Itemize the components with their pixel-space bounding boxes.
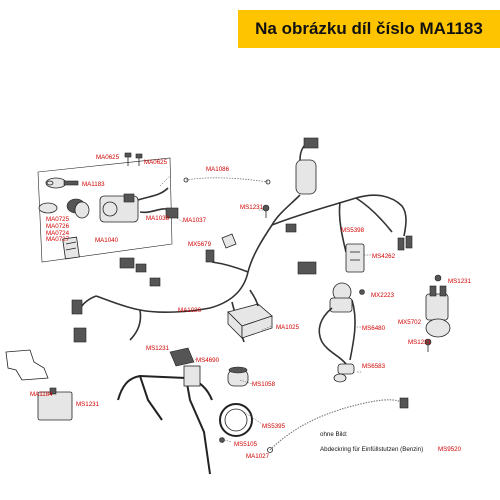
cdi-unit-ma1025 — [227, 289, 273, 339]
label-ms1231-e: MS1231 — [76, 401, 100, 408]
cable-ma1086 — [183, 177, 271, 185]
label-ms4262: MS4262 — [372, 253, 396, 260]
label-mx5702: MX5702 — [398, 319, 422, 326]
label-ma1183: MA1183 — [82, 181, 105, 188]
note-ohne-bild: ohne Bild: — [320, 431, 348, 438]
label-ma1026: MA1026 — [178, 307, 202, 314]
label-ms5105: MS5105 — [234, 441, 258, 448]
connector-ma1037 — [165, 207, 179, 219]
label-ma1086: MA1086 — [206, 166, 230, 173]
header-banner: Na obrázku díl číslo MA1183 — [238, 10, 500, 48]
label-ms6583: MS6583 — [362, 363, 386, 370]
label-ms4690: MS4690 — [196, 357, 220, 364]
label-ma0724: MA0724 — [46, 230, 70, 237]
ignition-switch-ma1038 — [99, 187, 171, 223]
label-ms5395: MS5395 — [262, 423, 286, 430]
starter-relay-mx5702 — [425, 285, 451, 338]
label-ms1058: MS1058 — [252, 381, 276, 388]
spark-plug-cap-ms6583 — [333, 363, 355, 383]
label-ma0725: MA0725 — [46, 216, 70, 223]
ignition-coil-mx2223 — [329, 282, 365, 313]
screw-ma0625-b — [135, 153, 143, 166]
screw-ms1231-c — [424, 338, 432, 352]
label-ma1037: MA1037 — [183, 217, 207, 224]
label-ms1231-d: MS1231 — [146, 345, 170, 352]
label-ma0625-a: MA0625 — [96, 154, 120, 161]
frame-bracket — [117, 365, 213, 475]
ring-ms5395 — [219, 403, 253, 437]
bracket-mx5679 — [221, 233, 237, 249]
screw-ms1231-b — [434, 274, 442, 282]
label-ms1231-a: MS1231 — [240, 204, 264, 211]
coil-top — [295, 137, 319, 195]
screw-ma0625-a — [124, 152, 132, 166]
label-ma0727: MA0727 — [46, 236, 70, 243]
label-ma1038: MA1038 — [146, 215, 170, 222]
cable-ms6480 — [318, 299, 356, 365]
label-ms1231-c: MS1231 — [408, 339, 432, 346]
label-ma0625-b: MA0625 — [144, 159, 168, 166]
label-mx5679: MX5679 — [188, 241, 212, 248]
label-ma1184: MA1184 — [30, 391, 53, 398]
header-title: Na obrázku díl číslo MA1183 — [255, 19, 483, 38]
main-harness-ma1026 — [77, 194, 407, 343]
fuel-gauge-ms1058 — [227, 366, 249, 387]
harness-connectors — [71, 223, 413, 343]
label-mx2223: MX2223 — [371, 292, 395, 299]
relay-ms4262 — [345, 243, 365, 273]
cable-ma1027 — [267, 397, 409, 453]
label-ms9520: MS9520 — [438, 446, 462, 453]
label-ma0726: MA0726 — [46, 223, 70, 230]
key-ma1183 — [45, 177, 79, 189]
horn-ms4690 — [169, 347, 195, 367]
label-ms1231-b: MS1231 — [448, 278, 472, 285]
screw-ms1231-a — [262, 204, 270, 218]
label-ms6480: MS6480 — [362, 325, 386, 332]
lock-cover-parts — [38, 198, 90, 260]
screw-ms5105 — [219, 437, 225, 443]
ignition-detail-box — [37, 157, 173, 263]
label-ma1040: MA1040 — [95, 237, 119, 244]
label-ma1025: MA1025 — [276, 324, 300, 331]
battery-bracket-ma1184 — [5, 349, 73, 421]
note-abdeckring: Abdeckring für Einfüllstutzen (Benzin) — [320, 446, 423, 453]
label-ma1027: MA1027 — [246, 453, 270, 460]
label-ms5398: MS5398 — [341, 227, 365, 234]
